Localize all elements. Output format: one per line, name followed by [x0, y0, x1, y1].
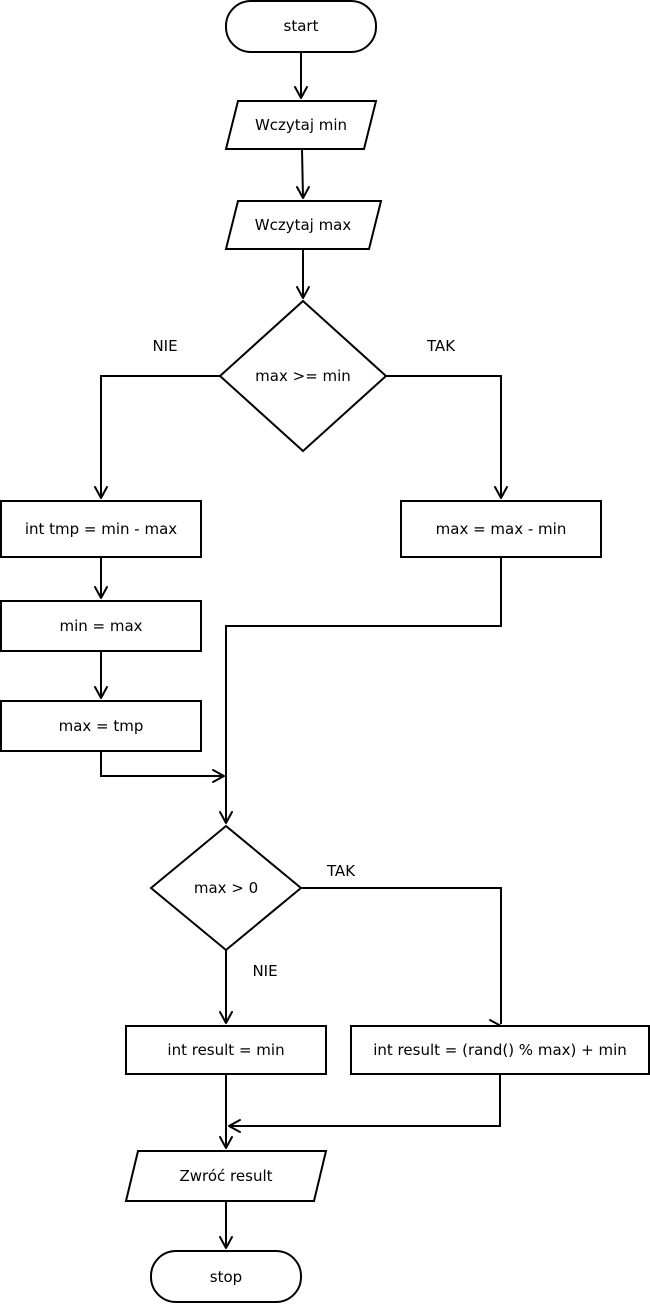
- node-result-min: int result = min: [125, 1025, 327, 1075]
- decision-diamond: [149, 824, 303, 952]
- node-max-tmp-assign: max = tmp: [0, 700, 202, 752]
- node-read-max: Wczytaj max: [224, 200, 383, 250]
- read-max-label: Wczytaj max: [255, 216, 352, 234]
- result-min-box: [125, 1025, 327, 1075]
- arrowhead-down: [296, 186, 310, 199]
- arrowhead-down: [219, 1136, 233, 1149]
- min-assign-label: min = max: [59, 617, 142, 635]
- edge-max-minus-min-to-decision: [225, 557, 502, 823]
- node-decision-max-ge-min: max >= min: [218, 299, 388, 453]
- node-min-assign: min = max: [0, 600, 202, 652]
- arrowhead-right: [212, 769, 225, 783]
- edge-label-first-no: NIE: [152, 337, 177, 355]
- result-rand-box: [350, 1025, 650, 1075]
- edge-read-min-to-read-max: [301, 148, 304, 199]
- arrowhead-down: [219, 1011, 233, 1024]
- arrowhead-down: [94, 486, 108, 499]
- max-minus-min-box: [400, 500, 602, 558]
- return-result-parallelogram: [124, 1150, 328, 1202]
- start-label: start: [284, 17, 319, 35]
- node-max-minus-min: max = max - min: [400, 500, 602, 558]
- max-minus-min-label: max = max - min: [436, 520, 567, 538]
- start-terminal: [225, 0, 377, 53]
- decision-max-ge-min-label: max >= min: [255, 367, 351, 385]
- arrowhead-down: [94, 686, 108, 699]
- arrowhead-down: [94, 586, 108, 599]
- edge-label-second-no: NIE: [252, 962, 277, 980]
- tmp-assign-label: int tmp = min - max: [25, 520, 177, 538]
- node-return-result: Zwróć result: [124, 1150, 328, 1202]
- edge-label-second-yes: TAK: [326, 862, 356, 880]
- arrowhead-down: [296, 286, 310, 299]
- max-tmp-assign-label: max = tmp: [59, 717, 144, 735]
- node-read-min: Wczytaj min: [224, 100, 378, 150]
- arrowhead-down: [494, 486, 508, 499]
- read-max-parallelogram: [224, 200, 383, 250]
- decision-max-gt-zero-label: max > 0: [194, 879, 258, 897]
- arrowhead-left: [228, 1119, 241, 1133]
- max-tmp-assign-box: [0, 700, 202, 752]
- arrowhead-down: [219, 1236, 233, 1249]
- arrowhead-down: [219, 811, 233, 824]
- stop-terminal: [150, 1250, 302, 1303]
- result-rand-label: int result = (rand() % max) + min: [373, 1041, 627, 1059]
- return-result-label: Zwróć result: [179, 1167, 272, 1185]
- connectors: [100, 52, 502, 1248]
- edge-label-first-yes: TAK: [426, 337, 456, 355]
- read-min-label: Wczytaj min: [255, 116, 347, 134]
- node-tmp-assign: int tmp = min - max: [0, 500, 202, 558]
- stop-label: stop: [210, 1268, 242, 1286]
- node-stop: stop: [150, 1250, 302, 1303]
- read-min-parallelogram: [224, 100, 378, 150]
- node-start: start: [225, 0, 377, 53]
- decision-diamond: [218, 299, 388, 453]
- node-result-rand: int result = (rand() % max) + min: [350, 1025, 650, 1075]
- edge-result-rand-to-merge: [229, 1074, 501, 1127]
- result-min-label: int result = min: [167, 1041, 284, 1059]
- edge-max-tmp-to-merge: [100, 751, 224, 777]
- edge-labels: NIE TAK TAK NIE: [152, 337, 456, 980]
- tmp-assign-box: [0, 500, 202, 558]
- edge-decision-yes-branch: [386, 375, 502, 498]
- edge-decision2-yes-branch: [301, 887, 502, 1024]
- edge-decision-no-branch: [100, 375, 220, 498]
- arrowhead-down: [294, 86, 308, 99]
- min-assign-box: [0, 600, 202, 652]
- node-decision-max-gt-zero: max > 0: [149, 824, 303, 952]
- arrowheads: [94, 86, 508, 1249]
